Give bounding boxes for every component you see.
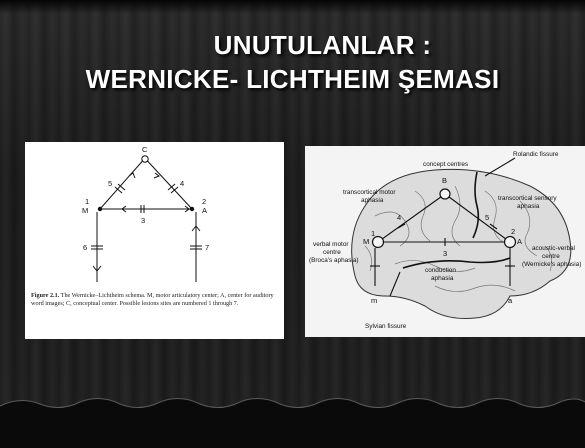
label-tc-sensory-1: transcortical sensory (498, 195, 557, 202)
node-m-circle (371, 235, 385, 249)
wernicke-lichtheim-schema-figure: C 1 M 2 A 3 4 5 6 7 Figure 2.1. The Wern… (25, 142, 284, 339)
label-7: 7 (205, 243, 209, 252)
node-m-dot (97, 206, 103, 212)
label-acoustic-2: centre (542, 253, 560, 260)
curtain-floor (0, 398, 585, 448)
edge-c-m (99, 160, 143, 210)
label-acoustic-3: (Wernicke's aphasia) (522, 261, 581, 268)
node-a-dot (189, 206, 195, 212)
label-b: B (442, 176, 447, 185)
sylvian-pointer (389, 271, 401, 297)
label-3: 3 (141, 216, 145, 225)
node-a-circle (503, 235, 517, 249)
label-4: 4 (397, 213, 401, 222)
label-6: 6 (83, 243, 87, 252)
label-3: 3 (443, 249, 447, 258)
label-verbal-motor-1: verbal motor (313, 241, 349, 248)
label-rolandic: Rolandic fissure (513, 151, 559, 158)
label-m: M (82, 206, 88, 215)
label-a-node: A (517, 237, 522, 246)
node-c-circle (141, 155, 149, 163)
label-tc-sensory-2: aphasia (517, 203, 540, 210)
label-verbal-motor-2: centre (323, 249, 341, 256)
slide-title: UNUTULANLAR : WERNICKE- LICHTHEIM ŞEMASI (0, 28, 585, 96)
rolandic-pointer (484, 157, 516, 177)
label-c: C (142, 145, 148, 154)
label-acoustic-1: acoustic-verbal (532, 245, 575, 252)
brain-gyri (364, 185, 552, 292)
label-m-node: M (363, 237, 369, 246)
label-conduction-1: conduction (425, 267, 456, 274)
caption-text: The Wernicke–Lichtheim schema. M, motor … (31, 292, 274, 307)
caption-bold: Figure 2.1. (31, 292, 60, 299)
label-m-lower: m (371, 296, 377, 305)
schema-diagram: C 1 M 2 A 3 4 5 6 7 (82, 145, 209, 282)
label-1: 1 (371, 229, 375, 238)
node-b-circle (439, 188, 451, 200)
label-5: 5 (108, 179, 112, 188)
figure-caption: Figure 2.1. The Wernicke–Lichtheim schem… (31, 292, 279, 307)
path-b-a (444, 193, 511, 243)
label-5: 5 (485, 213, 489, 222)
label-2: 2 (202, 197, 206, 206)
brain-diagram-figure: Rolandic fissure concept centres transco… (305, 146, 585, 337)
brain-diagram: Rolandic fissure concept centres transco… (309, 151, 581, 330)
label-conduction-2: aphasia (431, 275, 454, 282)
label-verbal-motor-3: (Broca's aphasia) (309, 257, 359, 264)
label-concept: concept centres (423, 161, 468, 168)
label-tc-motor-1: transcortical motor (343, 189, 396, 196)
label-a-lower: a (508, 296, 513, 305)
rolandic-fissure-line (472, 171, 480, 239)
label-sylvian: Sylvian fissure (365, 323, 407, 330)
label-2: 2 (511, 227, 515, 236)
label-a: A (202, 206, 207, 215)
top-shadow (0, 0, 585, 14)
brain-outline (351, 168, 572, 319)
label-tc-motor-2: aphasia (361, 197, 384, 204)
label-1: 1 (85, 197, 89, 206)
path-b-m (377, 193, 446, 243)
title-line-1: UNUTULANLAR : (213, 30, 432, 60)
title-line-2: WERNICKE- LICHTHEIM ŞEMASI (85, 64, 500, 94)
label-4: 4 (180, 179, 184, 188)
sylvian-fissure-line (402, 257, 511, 269)
edge-c-a (147, 160, 193, 210)
